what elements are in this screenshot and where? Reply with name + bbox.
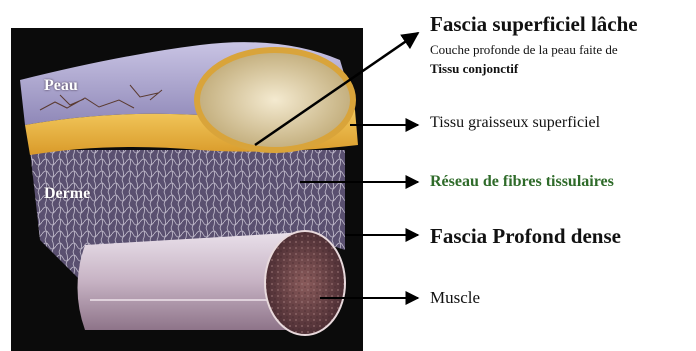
dermis-label: Derme: [44, 186, 90, 203]
fibres-label: Réseau de fibres tissulaires: [430, 174, 614, 191]
fat-label: Tissu graisseux superficiel: [430, 115, 600, 132]
fascia-superficial-desc-line2: Tissu conjonctif: [430, 62, 518, 76]
fascia-superficial-title: Fascia superficiel lâche: [430, 13, 638, 35]
deep-fascia-label: Fascia Profond dense: [430, 225, 621, 247]
muscle-label: Muscle: [430, 289, 480, 307]
fascia-superficial-desc-line1: Couche profonde de la peau faite de: [430, 43, 618, 57]
skin-label: Peau: [44, 78, 78, 95]
